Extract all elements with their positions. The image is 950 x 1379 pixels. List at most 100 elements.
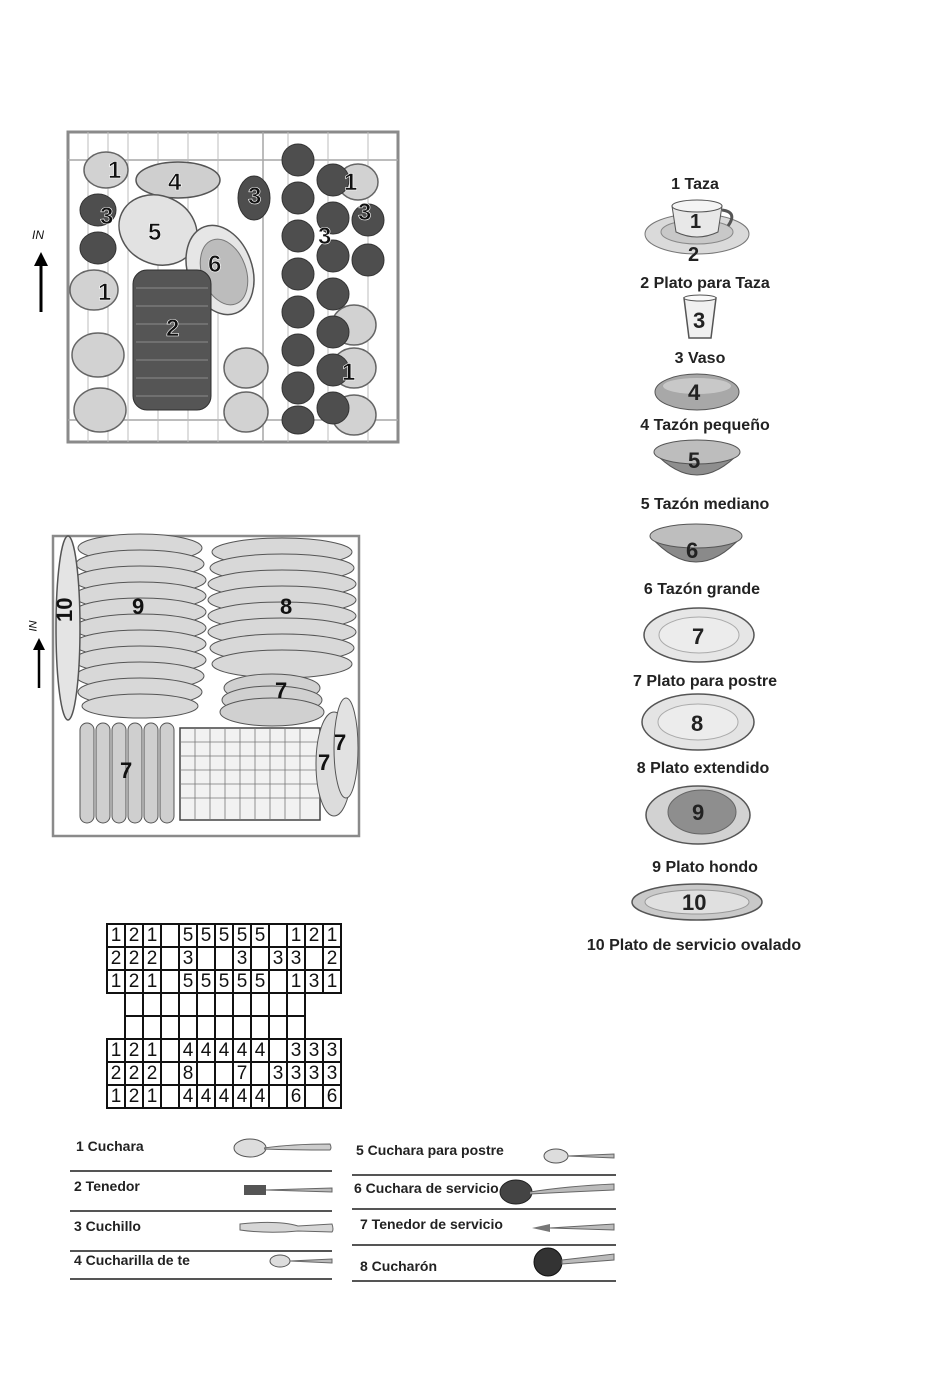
spoon-icon (232, 1136, 332, 1160)
grid-cell (233, 993, 251, 1016)
upper-marker: 4 (168, 169, 182, 196)
grid-cell: 1 (107, 1039, 125, 1062)
svg-text:9: 9 (692, 800, 704, 825)
cutlery-legend-row: 5 Cuchara para postre (352, 1134, 616, 1176)
upper-in-label: IN (32, 228, 44, 242)
dinner-plate-icon: 8 (640, 692, 756, 752)
grid-cell (161, 1062, 179, 1085)
grid-cell: 2 (305, 924, 323, 947)
svg-text:5: 5 (688, 448, 700, 473)
grid-cell: 1 (107, 1085, 125, 1108)
grid-cell: 5 (215, 924, 233, 947)
upper-marker: 1 (342, 359, 355, 386)
arrow-up-icon (33, 252, 49, 314)
grid-cell: 2 (323, 947, 341, 970)
grid-cell (161, 924, 179, 947)
grid-cell (179, 1016, 197, 1039)
svg-text:8: 8 (691, 711, 703, 736)
fork-icon (242, 1182, 334, 1198)
arrow-up-icon (31, 638, 47, 690)
grid-cell (287, 1016, 305, 1039)
grid-cell (161, 970, 179, 993)
grid-cell: 4 (197, 1085, 215, 1108)
grid-cell (143, 993, 161, 1016)
grid-cell: 5 (179, 924, 197, 947)
grid-cell: 4 (215, 1085, 233, 1108)
legend-label-tazon-grande: 6 Tazón grande (644, 581, 760, 599)
upper-marker: 6 (208, 251, 221, 278)
grid-cell (161, 993, 179, 1016)
grid-cell (233, 1016, 251, 1039)
serving-spoon-icon (498, 1178, 616, 1206)
grid-cell: 6 (287, 1085, 305, 1108)
upper-marker: 3 (248, 183, 261, 210)
grid-cell: 2 (125, 1039, 143, 1062)
grid-cell: 1 (143, 1085, 161, 1108)
grid-cell: 3 (287, 947, 305, 970)
grid-cell: 2 (107, 1062, 125, 1085)
cutlery-legend-row: 2 Tenedor (70, 1170, 332, 1212)
legend-label-plato-taza: 2 Plato para Taza (640, 275, 770, 293)
grid-cell: 1 (323, 924, 341, 947)
grid-cell (107, 993, 125, 1016)
grid-row (107, 1016, 341, 1039)
grid-cell (323, 993, 341, 1016)
grid-cell: 4 (251, 1085, 269, 1108)
lower-marker: 10 (52, 598, 77, 622)
grid-cell: 1 (287, 924, 305, 947)
legend-label-tazon-mediano: 5 Tazón mediano (641, 496, 770, 514)
grid-cell: 3 (305, 1039, 323, 1062)
cup-and-saucer-icon: 1 2 (644, 196, 750, 266)
grid-cell (215, 947, 233, 970)
dessert-plate-icon: 7 (642, 606, 756, 664)
grid-cell: 4 (179, 1085, 197, 1108)
grid-cell (143, 1016, 161, 1039)
grid-cell: 1 (143, 924, 161, 947)
upper-marker: 5 (148, 219, 161, 246)
lower-marker: 7 (334, 730, 346, 755)
grid-cell: 1 (323, 970, 341, 993)
grid-cell (197, 993, 215, 1016)
grid-cell: 2 (143, 947, 161, 970)
svg-text:1: 1 (690, 211, 701, 233)
grid-cell: 5 (251, 924, 269, 947)
grid-cell (251, 947, 269, 970)
grid-cell (179, 993, 197, 1016)
grid-cell: 5 (215, 970, 233, 993)
grid-cell: 5 (179, 970, 197, 993)
grid-cell (197, 1062, 215, 1085)
upper-rack-diagram: 1 4 3 3 1 3 5 6 3 1 2 1 (28, 120, 408, 460)
grid-cell: 1 (107, 970, 125, 993)
cutlery-legend-row: 8 Cucharón (352, 1244, 616, 1282)
grid-cell (305, 993, 323, 1016)
grid-cell: 2 (107, 947, 125, 970)
small-bowl-icon: 4 (654, 372, 740, 412)
grid-cell: 5 (233, 924, 251, 947)
large-bowl-icon: 6 (648, 522, 744, 572)
grid-cell: 3 (269, 947, 287, 970)
knife-icon (238, 1218, 334, 1238)
cutlery-label: 2 Tenedor (74, 1178, 140, 1194)
lower-marker: 7 (318, 750, 330, 775)
medium-bowl-icon: 5 (652, 438, 742, 484)
grid-cell (269, 993, 287, 1016)
grid-cell (323, 1016, 341, 1039)
legend-label-taza: 1 Taza (671, 176, 719, 194)
grid-cell: 3 (305, 970, 323, 993)
lower-marker: 8 (280, 594, 292, 619)
upper-marker: 3 (318, 223, 331, 250)
grid-cell: 3 (287, 1062, 305, 1085)
cutlery-legend-row: 1 Cuchara (70, 1130, 332, 1172)
grid-cell: 4 (179, 1039, 197, 1062)
grid-cell (269, 924, 287, 947)
grid-cell: 2 (125, 924, 143, 947)
grid-cell (215, 993, 233, 1016)
grid-cell (305, 1085, 323, 1108)
grid-cell: 1 (107, 924, 125, 947)
grid-cell: 3 (179, 947, 197, 970)
svg-text:10: 10 (682, 890, 706, 915)
grid-cell: 3 (269, 1062, 287, 1085)
